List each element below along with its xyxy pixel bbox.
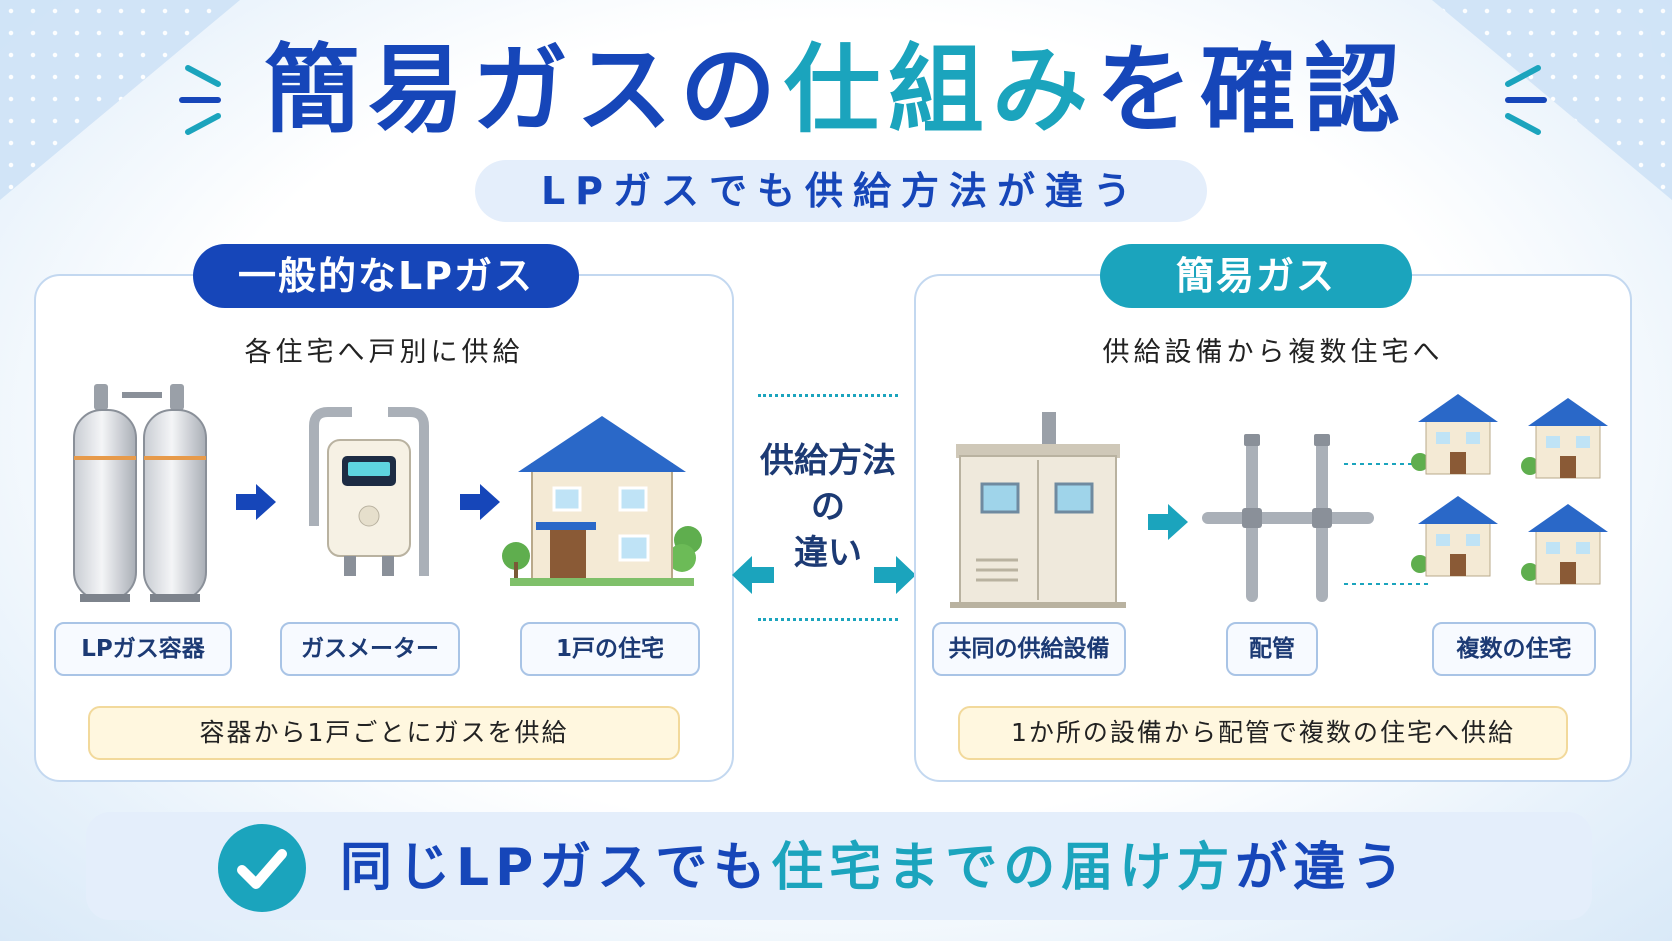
- sparkle-icon: [1505, 65, 1547, 135]
- panel-subtitle-general: 各住宅へ戸別に供給: [244, 337, 524, 368]
- bottom-message: 同じLPガスでも住宅までの届け方が違う: [340, 824, 1540, 912]
- check-icon: [237, 849, 287, 889]
- bottom-banner: [86, 812, 1592, 920]
- label-gas-meter: ガスメーター: [280, 622, 460, 676]
- center-line3: 違い: [794, 533, 862, 573]
- arrow-right-icon: [236, 484, 276, 520]
- bottom-part1: 同じLPガスでも: [340, 838, 772, 898]
- page-subtitle: LPガスでも供給方法が違う: [475, 160, 1207, 222]
- house-icon: [1521, 398, 1608, 479]
- label-shared-facility: 共同の供給設備: [932, 622, 1126, 676]
- title-part3: を確認: [1096, 34, 1408, 146]
- title-part1: 簡易ガスの: [264, 34, 784, 146]
- arrow-right-icon: [1148, 504, 1188, 540]
- house-icon: [502, 416, 702, 586]
- gas-meter-icon: [309, 407, 429, 576]
- note-simple: 1か所の設備から配管で複数の住宅へ供給: [958, 706, 1568, 760]
- gas-cylinder-icon: [73, 384, 207, 602]
- page-title: 簡易ガスの仕組みを確認: [0, 30, 1672, 150]
- center-label: 供給方法 の 違い: [748, 438, 908, 576]
- panel-tag-simple: 簡易ガス: [1100, 244, 1412, 308]
- bottom-part3: が違う: [1235, 838, 1410, 898]
- house-icon: [1411, 496, 1498, 577]
- arrow-left-icon: [732, 556, 774, 594]
- title-part2: 仕組み: [784, 34, 1096, 146]
- house-icon: [1411, 394, 1498, 475]
- supply-line-icon: [1344, 463, 1430, 585]
- panel-tag-general: 一般的なLPガス: [193, 244, 579, 308]
- supply-facility-icon: [950, 412, 1126, 608]
- label-multiple-houses: 複数の住宅: [1432, 622, 1596, 676]
- divider-top: [758, 394, 898, 397]
- center-line2: の: [811, 487, 845, 527]
- check-badge: [218, 824, 306, 912]
- arrow-right-icon: [874, 556, 916, 594]
- note-general: 容器から1戸ごとにガスを供給: [88, 706, 680, 760]
- arrow-right-icon: [460, 484, 500, 520]
- panel-subtitle-simple: 供給設備から複数住宅へ: [1102, 337, 1444, 368]
- label-single-house: 1戸の住宅: [520, 622, 700, 676]
- label-pipe: 配管: [1226, 622, 1318, 676]
- pipe-icon: [1202, 434, 1374, 602]
- center-line1: 供給方法: [760, 441, 896, 481]
- divider-bottom: [758, 618, 898, 621]
- label-lp-container: LPガス容器: [54, 622, 232, 676]
- sparkle-icon: [179, 65, 221, 135]
- bottom-part2: 住宅までの届け方: [771, 838, 1236, 898]
- house-icon: [1521, 504, 1608, 585]
